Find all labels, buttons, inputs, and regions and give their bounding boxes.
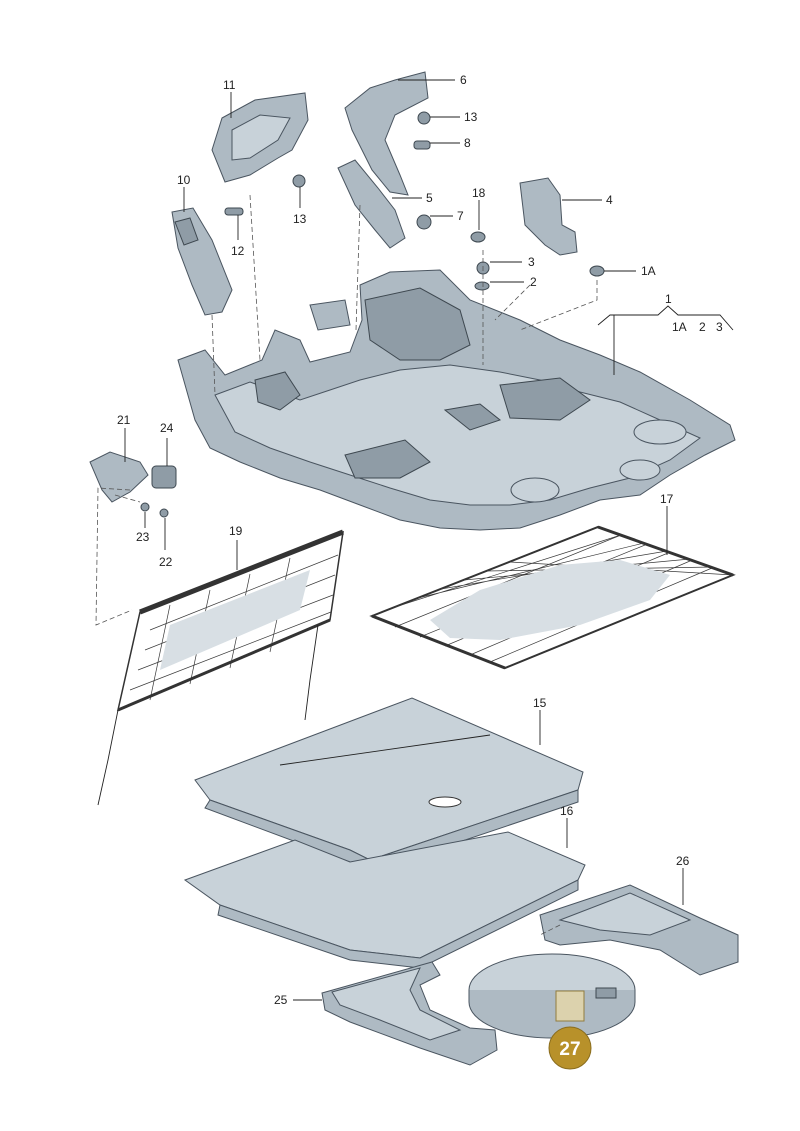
callouts: 11 6 13 8 10 13 12 5 18 7 4 3 2 xyxy=(117,73,734,1007)
part-16-floor-mat xyxy=(183,831,586,969)
part-5-trim xyxy=(337,159,406,249)
part-19-luggage-net xyxy=(97,529,344,806)
label-10: 10 xyxy=(177,173,191,187)
label-4: 4 xyxy=(606,193,613,207)
label-13-lower: 13 xyxy=(293,212,307,226)
label-7: 7 xyxy=(457,209,464,223)
label-3: 3 xyxy=(528,255,535,269)
label-12: 12 xyxy=(231,244,245,258)
part-27-badge[interactable]: 27 xyxy=(548,1026,592,1070)
label-3-sub: 3 xyxy=(716,320,723,334)
part-17-cargo-net xyxy=(369,525,736,670)
fasteners xyxy=(224,111,605,291)
label-26: 26 xyxy=(676,854,690,868)
part-26-foam-insert xyxy=(539,884,739,976)
label-5: 5 xyxy=(426,191,433,205)
floor-carpet xyxy=(177,269,736,531)
label-18: 18 xyxy=(472,186,486,200)
label-22: 22 xyxy=(159,555,173,569)
label-24: 24 xyxy=(160,421,174,435)
label-1: 1 xyxy=(665,292,672,306)
label-11: 11 xyxy=(223,78,236,92)
label-16: 16 xyxy=(560,804,574,818)
label-23: 23 xyxy=(136,530,150,544)
part-10-pillar-trim xyxy=(171,207,233,316)
part-27-disc xyxy=(468,953,636,1039)
label-8: 8 xyxy=(464,136,471,150)
label-2-sub: 2 xyxy=(699,320,706,334)
label-21: 21 xyxy=(117,413,131,427)
label-1a: 1A xyxy=(641,264,656,278)
part-4-trim xyxy=(519,177,578,256)
label-13-upper: 13 xyxy=(464,110,478,124)
part-6-trim xyxy=(344,71,429,196)
label-6: 6 xyxy=(460,73,467,87)
label-25: 25 xyxy=(274,993,288,1007)
label-19: 19 xyxy=(229,524,243,538)
part-11-trim xyxy=(211,92,309,183)
bracket-parts xyxy=(89,451,177,518)
label-17: 17 xyxy=(660,492,674,506)
part-25-foam-insert xyxy=(321,961,498,1066)
badge-27-text: 27 xyxy=(559,1039,580,1060)
label-15: 15 xyxy=(533,696,547,710)
label-2: 2 xyxy=(530,275,537,289)
dashed-reference-lines xyxy=(95,194,598,936)
label-1a-sub: 1A xyxy=(672,320,687,334)
